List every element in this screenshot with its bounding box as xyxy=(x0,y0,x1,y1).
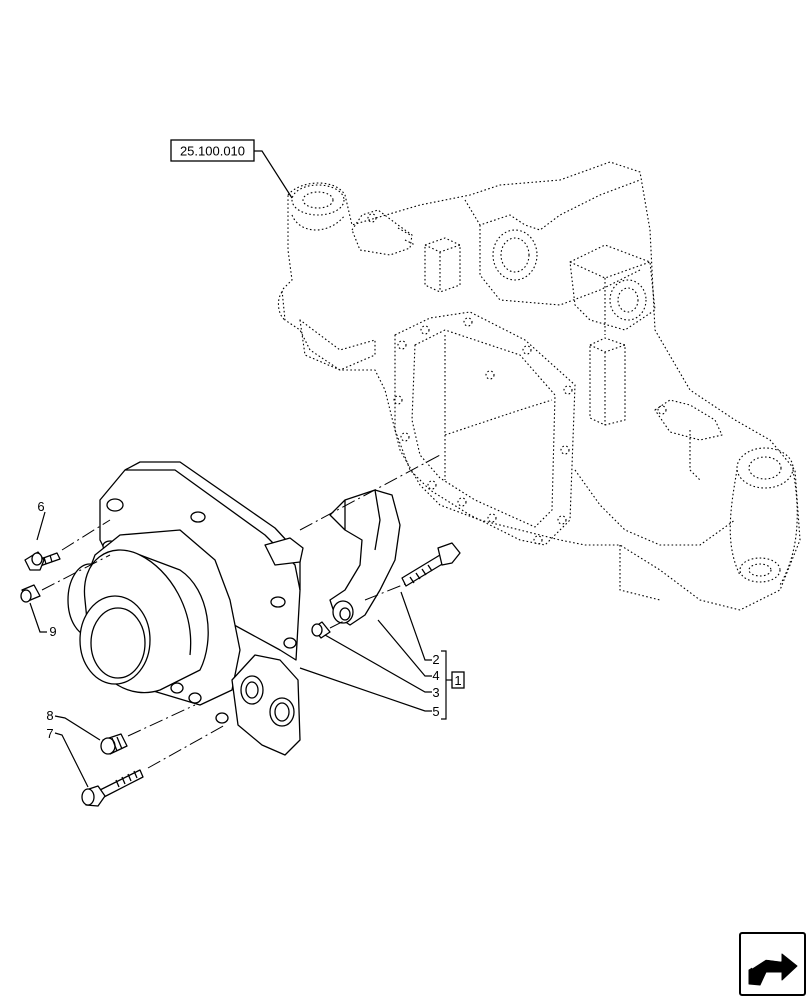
front-housing xyxy=(67,461,304,756)
dowel-pin-3 xyxy=(311,621,331,639)
callout-3: 3 xyxy=(432,685,439,700)
callout-9: 9 xyxy=(49,624,56,639)
bolt-6 xyxy=(24,551,61,571)
callout-2: 2 xyxy=(432,652,439,667)
callout-7: 7 xyxy=(46,726,53,741)
leader-lines xyxy=(29,150,452,788)
callout-numbers: 2 4 3 5 6 9 8 7 xyxy=(37,499,439,741)
bolt-4 xyxy=(401,542,461,587)
bolt-7 xyxy=(81,769,144,807)
axle-housing-ghost xyxy=(277,161,801,611)
callout-8: 8 xyxy=(46,708,53,723)
bearing-cap xyxy=(329,489,401,626)
assembly-axis-lines xyxy=(41,454,441,769)
callout-4: 4 xyxy=(432,668,439,683)
callout-6: 6 xyxy=(37,499,44,514)
next-page-arrow-icon[interactable] xyxy=(739,932,806,996)
callout-5: 5 xyxy=(432,704,439,719)
group-label: 1 xyxy=(454,673,461,688)
reference-label: 25.100.010 xyxy=(180,144,245,159)
dowel-pin-9 xyxy=(20,584,41,603)
group-label-box: 1 xyxy=(451,671,465,689)
plug-8 xyxy=(100,733,128,755)
reference-label-box[interactable]: 25.100.010 xyxy=(170,139,255,162)
